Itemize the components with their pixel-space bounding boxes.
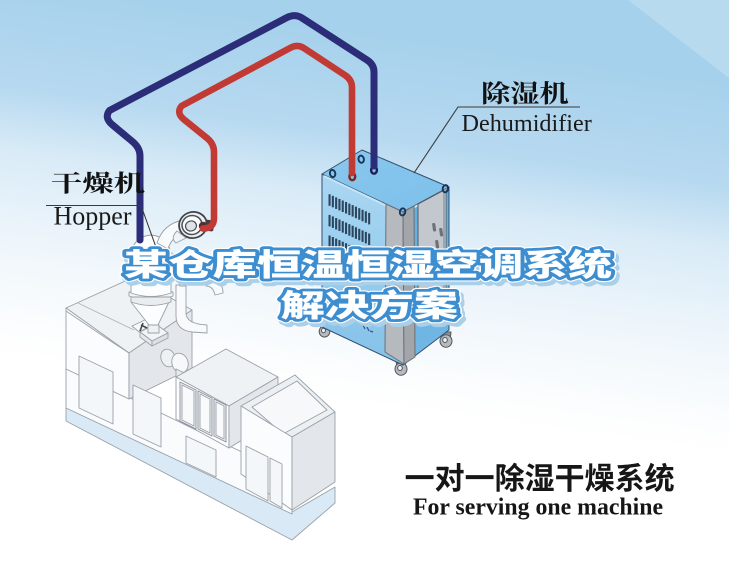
- svg-text:Hopper: Hopper: [54, 202, 132, 231]
- svg-text:Dehumidifier: Dehumidifier: [462, 110, 592, 137]
- svg-text:For serving one machine: For serving one machine: [413, 495, 663, 521]
